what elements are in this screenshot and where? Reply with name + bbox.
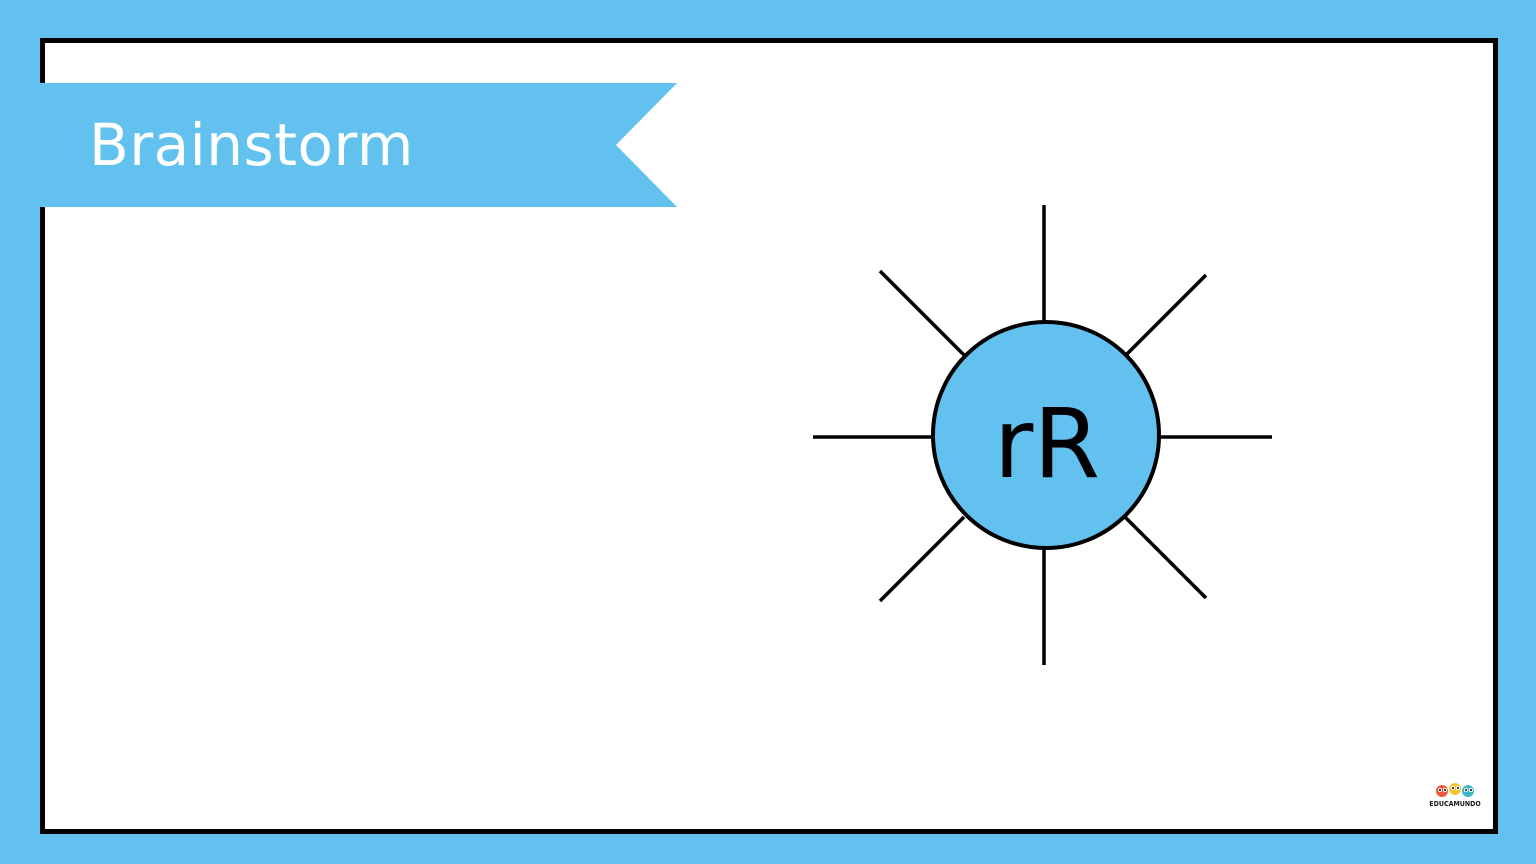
spoke-bottom-left [878, 515, 966, 603]
spoke-bottom-right [1123, 515, 1208, 600]
spoke-top-left [878, 269, 966, 357]
center-circle [931, 320, 1161, 550]
brainstorm-diagram: rR [800, 195, 1290, 679]
title-banner: Brainstorm [40, 83, 679, 208]
banner-ribbon-shape [40, 83, 677, 207]
logo-mascots-icon [1436, 783, 1474, 797]
center-label: rR [994, 388, 1100, 500]
logo-text: EDUCAMUNDO [1429, 800, 1481, 808]
page-title: Brainstorm [89, 111, 414, 179]
educamundo-logo: EDUCAMUNDO [1428, 781, 1482, 811]
brainstorm-web-svg: rR [813, 205, 1272, 665]
spoke-top-right [1123, 273, 1208, 358]
